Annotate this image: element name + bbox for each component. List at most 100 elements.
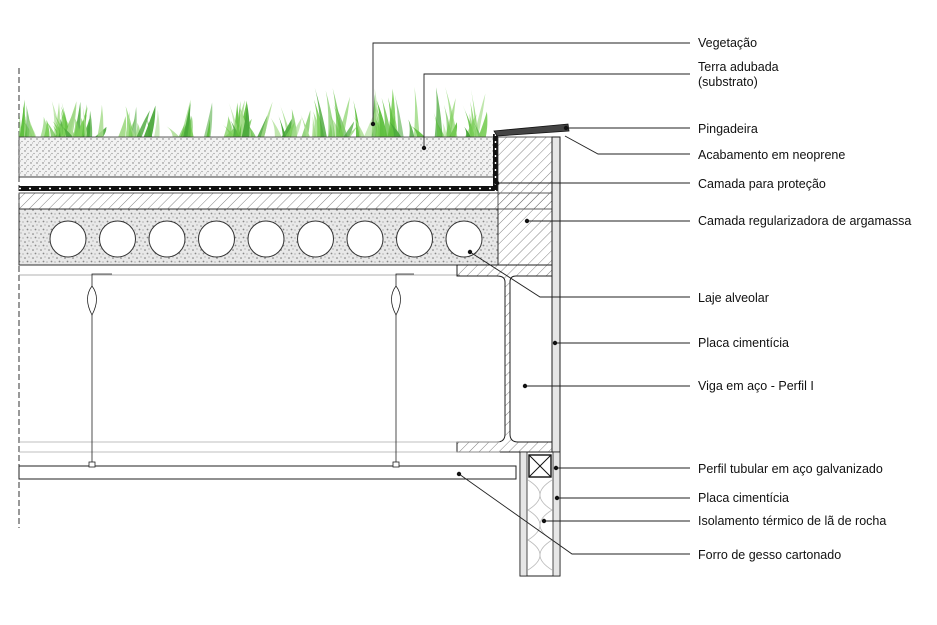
grass-blade [351,113,365,137]
grass-blade [478,111,488,137]
leader-terra [423,73,690,148]
neoprene-band [19,186,497,191]
grass-blade [433,112,442,137]
mortar-layer [18,192,553,210]
grass-blade [311,116,316,137]
galvanized-tube [528,454,552,478]
grass-blade [413,86,420,137]
substrate-layer [18,136,495,178]
wall-board-right [552,451,561,577]
slab-hole [445,220,483,258]
grass-blade [46,120,57,137]
grass-blade [206,119,211,137]
grass-blade [64,101,77,137]
leader-vegetacao [372,42,690,124]
leader-dots [370,121,569,524]
grass-blade [154,109,160,137]
grass-blade [471,119,482,137]
grass-blade [301,110,311,137]
grass-blade [136,110,150,137]
grass-blade [72,118,81,137]
slab-hole [198,220,235,258]
slab-hole [247,220,285,258]
grass-blade [338,96,350,137]
grass-blade [442,122,447,137]
grass-blade [62,126,73,137]
slab-holes [49,220,483,258]
label-forro: Forro de gesso cartonado [698,548,841,562]
leader-neoprene [564,135,690,155]
grass-blade [363,106,378,137]
grass-blade [408,119,415,137]
label-isolamento: Isolamento térmico de lã de rocha [698,514,886,528]
ceiling-hanger-2 [391,273,414,468]
grass-blade [86,110,93,137]
grass-blade [270,117,282,137]
label-perfil-tubular: Perfil tubular em aço galvanizado [698,462,883,476]
grass-blade [74,101,81,137]
grass-blade [443,104,453,137]
grass-blade [376,100,388,137]
grass-blade [127,120,133,137]
grass-blade [290,117,302,137]
leader-forro [458,473,690,555]
label-neoprene: Acabamento em neoprene [698,148,845,162]
gypsum-ceiling [18,465,517,480]
grass-blade [241,104,250,137]
grass-blade [464,126,471,137]
slab-hole [148,220,186,258]
label-pingadeira: Pingadeira [698,122,758,136]
slab-hole [346,220,384,258]
grass-blade [178,124,185,137]
grass-blade [248,125,256,137]
grass-blade [277,113,287,137]
label-protecao: Camada para proteção [698,177,826,191]
grass-blade [394,94,404,137]
leader-lines [372,42,690,555]
grass-blade [223,116,232,137]
grass-blade [82,106,88,137]
grass-blade [94,126,107,137]
grass-blade [25,109,36,137]
grass-blade [260,101,273,137]
grass-blade [130,106,137,137]
rock-wool-insulation [527,479,553,571]
label-placa-2: Placa cimentícia [698,491,789,505]
grass-blade [190,124,194,137]
slab-hole [49,220,87,258]
grass-blade [118,116,127,137]
grass-blade [387,115,396,137]
cement-board-upper [551,136,561,453]
wall-board-left [519,451,528,577]
slab-hole [396,220,433,258]
grass-blade [19,99,25,137]
label-argamassa: Camada regularizadora de argamassa [698,214,911,228]
grass-blade [471,89,479,137]
label-viga: Viga em aço - Perfil I [698,379,814,393]
leader-laje [469,251,690,298]
label-laje: Laje alveolar [698,291,769,305]
grass-blade [325,90,336,137]
vegetation [18,86,488,137]
parapet-mortar [497,136,553,266]
grass-blade [143,105,156,137]
slab-hole [297,220,334,258]
label-terra-1: Terra adubada [698,60,779,74]
label-terra-2: (substrato) [698,75,758,89]
grass-blade [285,121,295,137]
grass-blade [445,86,458,137]
grass-blade [235,101,241,137]
steel-i-beam [456,264,556,453]
grass-blade [126,122,137,137]
grass-blade [298,110,310,137]
ceiling-hanger-1 [87,273,112,468]
grass-blade [166,126,180,137]
grass-blade [464,114,477,137]
grass-blade [125,111,130,137]
slab-hole [99,220,136,258]
drip-edge [493,123,570,137]
label-vegetacao: Vegetação [698,36,757,50]
grass-blade [381,97,392,137]
